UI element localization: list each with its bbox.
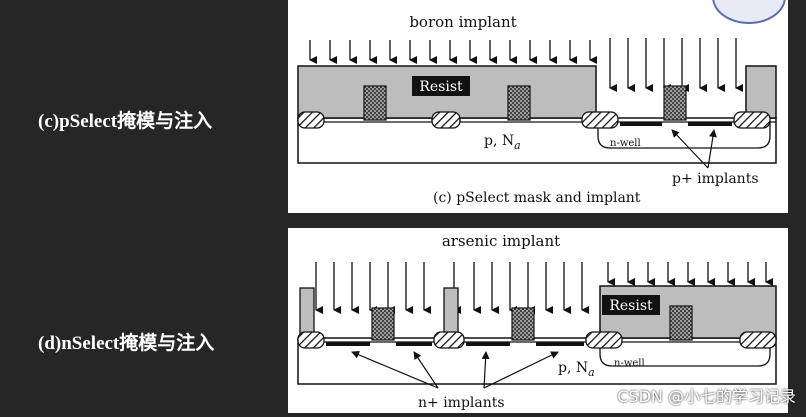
pointer-arrow bbox=[671, 129, 709, 169]
resist-label-box bbox=[602, 295, 660, 315]
substrate-label: p, Na bbox=[558, 360, 595, 379]
pointer-arrow bbox=[481, 351, 490, 389]
n-plus-implant-region bbox=[326, 342, 370, 346]
implant-arrows-into-substrate bbox=[315, 262, 589, 314]
poly-gate bbox=[511, 307, 535, 341]
field-oxide bbox=[581, 111, 619, 129]
p-plus-implant-region bbox=[688, 122, 732, 126]
nselect-cross-section: arsenic implant bbox=[297, 232, 777, 411]
pointer-arrow bbox=[483, 351, 559, 389]
pointer-arrow bbox=[413, 351, 439, 389]
substrate-label: p, Na bbox=[484, 133, 521, 152]
panel-nselect-diagram: arsenic implant bbox=[288, 228, 788, 413]
field-oxide bbox=[733, 111, 771, 129]
field-oxide bbox=[585, 331, 623, 349]
arsenic-implant-label: arsenic implant bbox=[442, 232, 560, 250]
resist-block-right bbox=[745, 65, 777, 119]
panel-c-caption: (c) pSelect mask and implant bbox=[433, 190, 641, 206]
field-oxide bbox=[297, 331, 325, 349]
n-well-region bbox=[597, 122, 771, 149]
n-well-label: n-well bbox=[610, 138, 641, 149]
resist-label: Resist bbox=[419, 79, 463, 95]
resist-label-box bbox=[412, 76, 470, 96]
csdn-watermark: CSDN @小七的学习记录 bbox=[617, 387, 796, 406]
poly-gate bbox=[663, 85, 687, 121]
panel-pselect-diagram: boron implant bbox=[288, 0, 788, 213]
caption-pselect: (c)pSelect掩模与注入 bbox=[38, 111, 213, 132]
poly-gate bbox=[669, 305, 693, 341]
poly-gate bbox=[371, 307, 395, 341]
pointer-arrow bbox=[351, 351, 439, 389]
resist-block-left bbox=[299, 287, 315, 339]
poly-gate bbox=[363, 85, 387, 121]
implant-arrows-over-resist bbox=[607, 262, 773, 286]
field-oxide bbox=[433, 331, 465, 349]
p-plus-implant-region bbox=[620, 122, 662, 126]
n-well-label: n-well bbox=[614, 358, 645, 369]
implant-arrows-over-resist bbox=[309, 40, 597, 64]
n-plus-implant-region bbox=[396, 342, 432, 346]
p-plus-implants-label: p+ implants bbox=[672, 171, 759, 187]
n-plus-implant-region bbox=[536, 342, 584, 346]
implant-arrows-into-nwell bbox=[609, 38, 743, 92]
poly-gate bbox=[507, 85, 531, 121]
n-plus-implants-label: n+ implants bbox=[418, 395, 505, 411]
n-plus-implant-region bbox=[466, 342, 510, 346]
field-oxide bbox=[297, 111, 325, 129]
boron-implant-label: boron implant bbox=[409, 13, 516, 31]
resist-block-middle bbox=[443, 287, 459, 339]
resist-label: Resist bbox=[609, 298, 653, 314]
field-oxide bbox=[739, 331, 777, 349]
n-well-region bbox=[599, 342, 771, 367]
caption-nselect: (d)nSelect掩模与注入 bbox=[38, 333, 215, 354]
pointer-arrow bbox=[707, 129, 717, 169]
pselect-cross-section: boron implant bbox=[297, 13, 777, 206]
field-oxide bbox=[431, 111, 461, 129]
